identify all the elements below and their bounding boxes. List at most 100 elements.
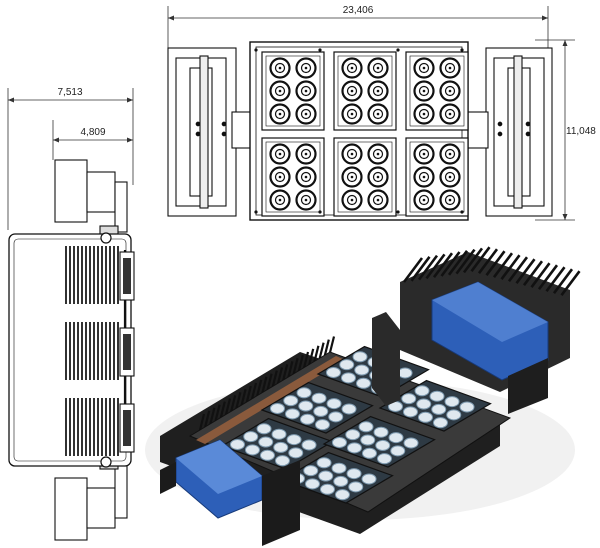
height-dimension (535, 39, 575, 221)
side-depth-dimension (7, 88, 134, 230)
led-lens (341, 103, 363, 125)
led-lens (367, 166, 389, 188)
iso-led-lens (274, 455, 290, 467)
rear-driver-unit (400, 246, 581, 414)
rear-fin (447, 250, 469, 276)
iso-led-lens (360, 434, 376, 446)
iso-led-lens (296, 387, 312, 399)
side-depth-total-label: 7,513 (57, 87, 82, 98)
led-lens (439, 143, 461, 165)
front-fin (219, 401, 226, 418)
led-lens (269, 143, 291, 165)
iso-led-module (378, 379, 492, 432)
led-lens (341, 57, 363, 79)
front-fin (214, 404, 221, 421)
front-fin (256, 379, 263, 397)
front-fin (292, 357, 299, 375)
led-lens (341, 80, 363, 102)
iso-led-lens (361, 447, 377, 459)
rear-fin (560, 270, 581, 296)
iso-led-lens (432, 417, 448, 429)
led-lens (413, 103, 435, 125)
iso-led-lens (348, 481, 364, 493)
iso-led-lens (256, 423, 272, 435)
iso-led-lens (319, 483, 335, 495)
hinge-bolt (100, 456, 112, 468)
rear-fin (440, 251, 461, 277)
iso-led-lens (299, 413, 315, 425)
frame-screw (396, 48, 400, 52)
frame-screw (254, 210, 258, 214)
led-module (405, 51, 469, 131)
led-lens (269, 57, 291, 79)
led-lens (413, 189, 435, 211)
led-module (261, 137, 325, 217)
led-lens (367, 143, 389, 165)
led-lens (439, 189, 461, 211)
rear-fin (500, 254, 521, 280)
iso-led-lens (346, 442, 362, 454)
rear-fin (507, 256, 529, 282)
height-dimension-label: 11,048 (566, 126, 596, 137)
rear-fin (485, 250, 506, 276)
iso-led-lens (304, 478, 320, 490)
front-fin (224, 398, 232, 415)
iso-led-lens (258, 436, 274, 448)
frame-screw (460, 210, 464, 214)
iso-led-lens (333, 475, 349, 487)
front-fin (297, 354, 304, 372)
width-dimension-label: 23,406 (343, 5, 374, 16)
front-fin (323, 339, 330, 356)
led-lens (295, 189, 317, 211)
front-fin (282, 364, 289, 381)
iso-led-lens (331, 436, 347, 448)
iso-led-lens (402, 406, 418, 418)
led-module (333, 137, 397, 217)
front-fin (209, 407, 216, 425)
led-lens (413, 57, 435, 79)
led-lens (341, 189, 363, 211)
led-lens (295, 143, 317, 165)
iso-led-lens (446, 409, 462, 421)
front-fin (198, 413, 206, 431)
led-lens (413, 80, 435, 102)
rear-fin (515, 258, 536, 284)
rear-fin (417, 254, 439, 281)
iso-led-lens (271, 428, 287, 440)
iso-led-lens (345, 429, 361, 441)
front-fin (313, 345, 320, 363)
rear-fin (552, 268, 574, 294)
led-lens (341, 166, 363, 188)
led-lens (439, 103, 461, 125)
iso-led-lens (429, 390, 445, 402)
iso-led-lens (301, 439, 317, 451)
rear-fin (492, 252, 514, 278)
front-fin (276, 367, 284, 384)
front-fin (250, 382, 258, 400)
iso-led-lens (403, 437, 419, 449)
iso-led-lens (326, 398, 342, 410)
iso-led-lens (354, 364, 370, 376)
frame-screw (318, 210, 322, 214)
iso-led-lens (355, 377, 371, 389)
led-lens (269, 166, 291, 188)
rear-fin (522, 260, 544, 286)
iso-led-lens (444, 396, 460, 408)
front-fin (302, 351, 310, 369)
iso-led-lens (375, 439, 391, 451)
front-fin (318, 342, 325, 359)
led-lens (341, 143, 363, 165)
side-view-drawing: 7,513 4,809 (7, 87, 135, 541)
side-top-bracket (54, 159, 128, 241)
led-module (405, 137, 469, 217)
front-fin (245, 385, 252, 403)
led-lens (367, 103, 389, 125)
front-fin (266, 373, 273, 390)
iso-led-lens (313, 405, 329, 417)
front-heatsink-fins (198, 336, 336, 431)
left-mounting-bracket (167, 47, 253, 217)
copper-strip (196, 356, 345, 444)
frame-screw (318, 48, 322, 52)
led-lens (269, 103, 291, 125)
